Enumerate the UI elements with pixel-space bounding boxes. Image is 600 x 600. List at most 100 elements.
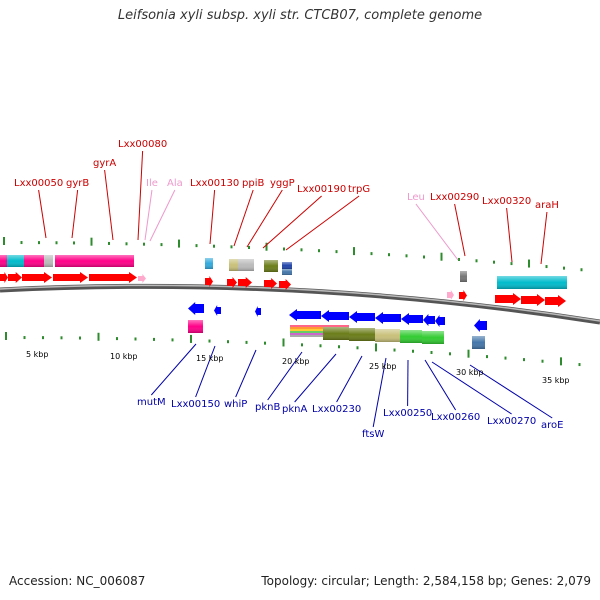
bottom-tick [134, 337, 137, 341]
domain-box-shade [460, 271, 467, 282]
domain-box-shade [472, 336, 485, 349]
cds-arrow-reverse [321, 310, 349, 322]
top-tick [493, 260, 495, 264]
bottom-tick [190, 334, 192, 343]
domain-box-shade [188, 320, 203, 333]
top-tick [370, 252, 373, 256]
leader-line [267, 351, 303, 401]
bottom-tick [60, 336, 63, 340]
bottom-tick [116, 337, 118, 341]
top-tick [545, 265, 548, 269]
domain-box-shade [0, 255, 7, 267]
top-tick [440, 252, 443, 261]
domain-box-shade [323, 327, 349, 340]
domain-box-shade [375, 329, 400, 342]
feature-label: Lxx00320 [482, 196, 531, 207]
cds-arrow-forward [205, 276, 213, 287]
cds-arrow-reverse [289, 309, 321, 321]
leader-line [540, 211, 548, 265]
top-tick [248, 245, 250, 249]
genome-backbone [0, 283, 600, 325]
feature-label: pknA [282, 404, 307, 415]
cds-arrow-forward [264, 278, 277, 289]
bottom-tick [208, 339, 211, 343]
bottom-tick [338, 345, 340, 349]
domain-stripe [290, 329, 321, 331]
top-tick [283, 247, 285, 251]
scale-label: 30 kbp [456, 368, 484, 377]
cds-arrow-forward [53, 272, 88, 283]
domain-box-shade [90, 255, 134, 267]
bottom-tick [449, 352, 451, 356]
top-tick [563, 266, 565, 270]
bottom-tick [301, 343, 303, 347]
bottom-tick [245, 340, 248, 344]
top-tick [108, 241, 110, 245]
feature-label: araH [535, 200, 559, 211]
top-tick [475, 259, 478, 263]
feature-label: gyrA [93, 158, 116, 169]
leader-line [235, 349, 257, 398]
leader-line [262, 195, 322, 249]
top-tick [318, 249, 320, 253]
leader-line [71, 189, 79, 239]
top-tick [3, 237, 5, 246]
feature-label: ppiB [242, 178, 264, 189]
trna-arrow [138, 274, 146, 283]
top-tick [125, 242, 128, 246]
cds-arrow-forward [459, 290, 467, 301]
bottom-tick [356, 346, 359, 350]
domain-box-shade [422, 331, 444, 344]
top-tick [580, 268, 583, 272]
cds-arrow-forward [279, 279, 291, 290]
feature-label: Lxx00080 [118, 139, 167, 150]
scale-label: 10 kbp [110, 352, 138, 361]
cds-arrow-reverse [255, 306, 261, 317]
feature-label: Lxx00250 [383, 408, 432, 419]
feature-label: Lxx00130 [190, 178, 239, 189]
trna-arrow [447, 290, 454, 300]
scale-label: 15 kbp [196, 354, 224, 363]
map-title: Leifsonia xyli subsp. xyli str. CTCB07, … [117, 8, 483, 23]
top-tick [388, 253, 390, 257]
top-tick [335, 250, 338, 254]
bottom-tick [578, 363, 581, 367]
bottom-tick [42, 336, 44, 340]
feature-label: Lxx00260 [431, 412, 480, 423]
top-tick [353, 247, 355, 256]
feature-label: ftsW [362, 429, 384, 440]
domain-stripe [290, 327, 321, 329]
domain-box-shade [282, 262, 292, 269]
cds-arrow-forward [521, 294, 545, 306]
domain-box-shade [521, 276, 545, 289]
feature-label: mutM [137, 397, 166, 408]
cds-arrow-reverse [349, 311, 375, 323]
domain-stripe [290, 325, 321, 327]
bottom-tick [23, 336, 26, 340]
cds-arrow-forward [238, 277, 252, 288]
cds-arrow-forward [227, 277, 237, 288]
cds-arrow-forward [545, 295, 566, 307]
cds-arrow-forward [495, 293, 521, 305]
top-tick [73, 241, 75, 245]
top-tick [195, 244, 198, 248]
feature-label: Lxx00270 [487, 416, 536, 427]
feature-label: whiP [224, 399, 247, 410]
cds-arrow-reverse [474, 319, 487, 332]
leader-line [150, 343, 197, 396]
top-tick [213, 244, 215, 248]
feature-label: Lxx00150 [171, 399, 220, 410]
leader-line [415, 203, 459, 261]
domain-box-shade [349, 328, 375, 341]
leader-line [454, 203, 466, 257]
bottom-tick [430, 350, 433, 354]
bottom-tick [171, 338, 174, 342]
leader-line [424, 359, 457, 411]
top-tick [55, 241, 58, 245]
accession-text: Accession: NC_006087 [9, 574, 146, 588]
top-tick [300, 248, 303, 252]
feature-label: Lxx00050 [14, 178, 63, 189]
top-tick [178, 239, 180, 248]
leader-line [285, 195, 360, 251]
domain-box-shade [238, 259, 254, 271]
